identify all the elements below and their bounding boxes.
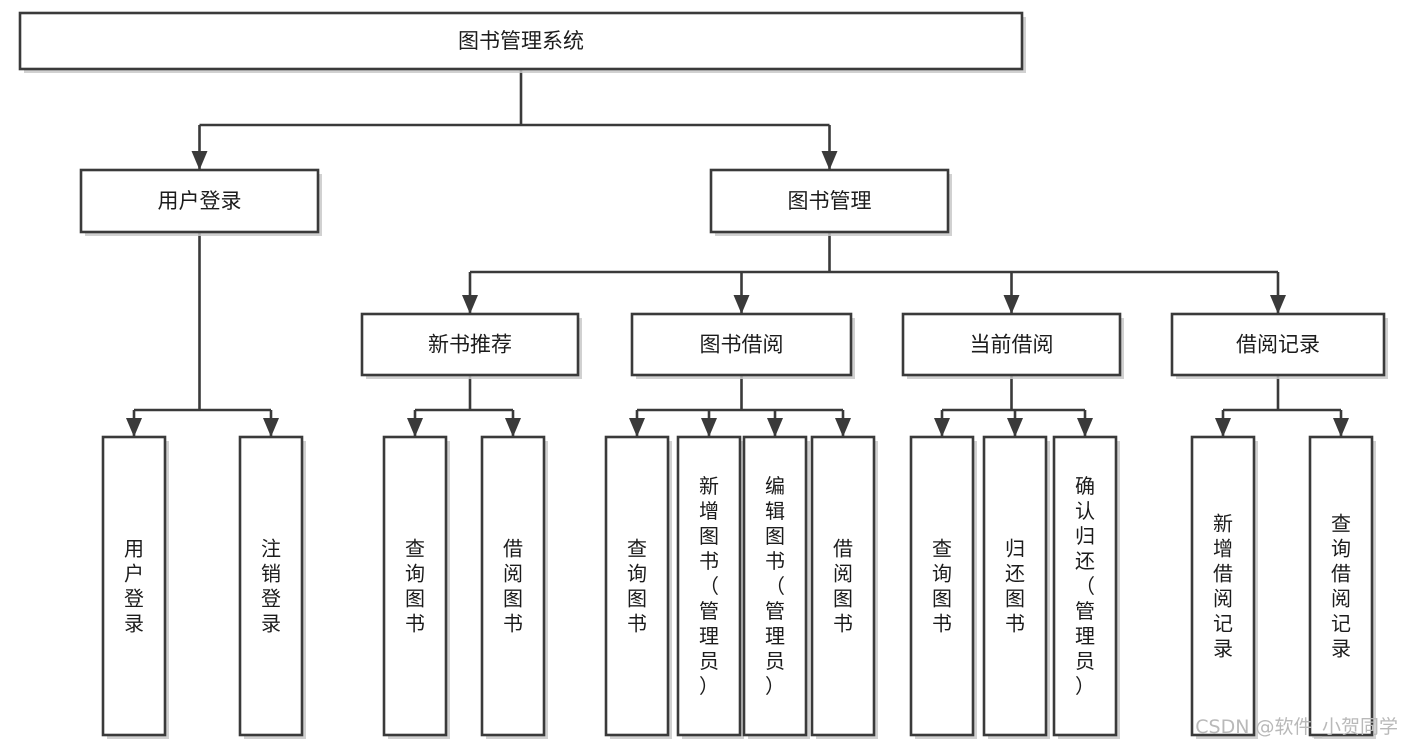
node-label: 当前借阅 <box>970 333 1054 357</box>
node-leaf-query-book-recommend[interactable]: 查询图书 <box>382 435 450 739</box>
arrow-head-icon <box>767 418 783 437</box>
node-rect[interactable] <box>238 435 304 737</box>
node-label: 编辑图书（管理员） <box>765 474 785 698</box>
arrow-head-icon <box>1003 295 1020 314</box>
node-label: 查询借阅记录 <box>1331 512 1351 661</box>
node-label: 查询图书 <box>932 537 952 636</box>
node-rect[interactable] <box>1190 435 1256 737</box>
arrow-head-icon <box>821 151 838 170</box>
node-label: 新书推荐 <box>428 333 512 357</box>
node-label: 确认归还（管理员） <box>1075 474 1095 698</box>
node-rect[interactable] <box>604 435 670 737</box>
node-book-borrow[interactable]: 图书借阅 <box>630 312 855 379</box>
node-leaf-borrow-book[interactable]: 借阅图书 <box>810 435 878 739</box>
arrow-head-icon <box>934 418 950 437</box>
node-label: 注销登录 <box>261 537 281 636</box>
node-leaf-confirm-return-admin[interactable]: 确认归还（管理员） <box>1052 435 1120 739</box>
node-rect[interactable] <box>101 435 167 737</box>
node-rect[interactable] <box>709 168 950 234</box>
node-user-login[interactable]: 用户登录 <box>79 168 322 236</box>
arrow-head-icon <box>629 418 645 437</box>
node-leaf-add-book-admin[interactable]: 新增图书（管理员） <box>676 435 744 739</box>
node-label: 用户登录 <box>158 189 242 213</box>
node-label: 归还图书 <box>1005 537 1025 636</box>
arrow-head-icon <box>407 418 423 437</box>
arrow-head-icon <box>1215 418 1231 437</box>
node-rect[interactable] <box>630 312 853 377</box>
node-leaf-query-borrow-record[interactable]: 查询借阅记录 <box>1308 435 1376 739</box>
node-leaf-user-login[interactable]: 用户登录 <box>101 435 169 739</box>
node-label: 新增图书（管理员） <box>699 474 719 698</box>
node-label: 图书管理系统 <box>458 29 584 53</box>
node-rect[interactable] <box>480 435 546 737</box>
node-rect[interactable] <box>1308 435 1374 737</box>
arrow-head-icon <box>263 418 279 437</box>
node-label: 图书借阅 <box>700 333 784 357</box>
node-rect[interactable] <box>79 168 320 234</box>
node-root[interactable]: 图书管理系统 <box>18 11 1026 73</box>
node-leaf-borrow-book-recommend[interactable]: 借阅图书 <box>480 435 548 739</box>
node-rect[interactable] <box>901 312 1122 377</box>
node-rect[interactable] <box>382 435 448 737</box>
node-rect[interactable] <box>1170 312 1386 377</box>
node-leaf-edit-book-admin[interactable]: 编辑图书（管理员） <box>742 435 810 739</box>
node-label: 查询图书 <box>405 537 425 636</box>
node-rect[interactable] <box>909 435 975 737</box>
node-leaf-query-book-borrow[interactable]: 查询图书 <box>604 435 672 739</box>
arrow-head-icon <box>505 418 521 437</box>
node-label: 借阅图书 <box>833 537 853 636</box>
node-label: 新增借阅记录 <box>1213 512 1233 661</box>
node-label: 图书管理 <box>788 189 872 213</box>
arrow-head-icon <box>191 151 208 170</box>
node-label: 借阅图书 <box>503 537 523 636</box>
node-rect[interactable] <box>18 11 1024 71</box>
node-label: 用户登录 <box>124 537 144 636</box>
node-leaf-query-book-current[interactable]: 查询图书 <box>909 435 977 739</box>
node-leaf-return-book[interactable]: 归还图书 <box>982 435 1050 739</box>
node-layer: 图书管理系统用户登录图书管理新书推荐图书借阅当前借阅借阅记录用户登录注销登录查询… <box>18 11 1388 739</box>
csdn-watermark: CSDN @软件_小贺同学 <box>1195 716 1398 738</box>
arrow-head-icon <box>1077 418 1093 437</box>
arrow-head-icon <box>462 295 478 314</box>
arrow-head-icon <box>1270 295 1286 314</box>
node-rect[interactable] <box>810 435 876 737</box>
node-rect[interactable] <box>742 435 808 737</box>
node-rect[interactable] <box>676 435 742 737</box>
node-rect[interactable] <box>1052 435 1118 737</box>
node-label: 借阅记录 <box>1236 333 1320 357</box>
node-new-book-recommend[interactable]: 新书推荐 <box>360 312 582 379</box>
node-leaf-add-borrow-record[interactable]: 新增借阅记录 <box>1190 435 1258 739</box>
arrow-head-icon <box>701 418 717 437</box>
arrow-head-icon <box>1007 418 1023 437</box>
connector-layer <box>126 69 1349 437</box>
node-leaf-logout-login[interactable]: 注销登录 <box>238 435 306 739</box>
node-current-borrow[interactable]: 当前借阅 <box>901 312 1124 379</box>
arrow-head-icon <box>733 295 750 314</box>
arrow-head-icon <box>1333 418 1349 437</box>
node-borrow-record[interactable]: 借阅记录 <box>1170 312 1388 379</box>
node-rect[interactable] <box>360 312 580 377</box>
node-rect[interactable] <box>982 435 1048 737</box>
node-label: 查询图书 <box>627 537 647 636</box>
arrow-head-icon <box>126 418 142 437</box>
node-book-management[interactable]: 图书管理 <box>709 168 952 236</box>
arrow-head-icon <box>835 418 851 437</box>
